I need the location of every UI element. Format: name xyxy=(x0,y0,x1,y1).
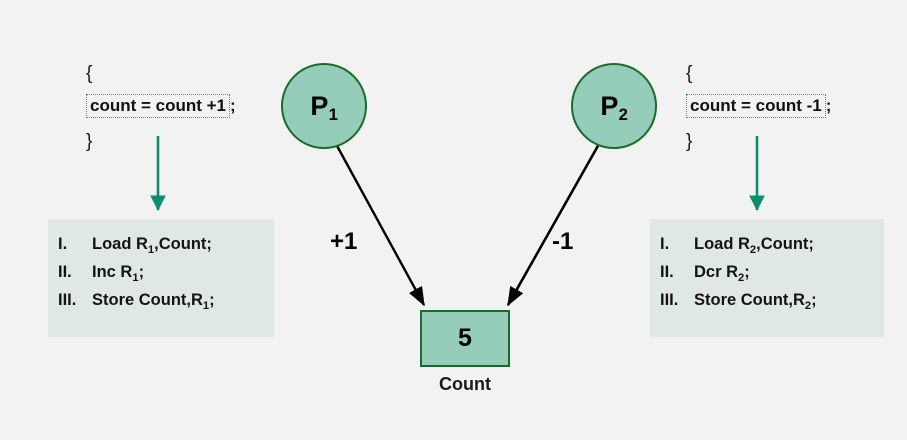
shared-variable-caption: Count xyxy=(439,374,491,394)
code-left-close-brace: } xyxy=(86,131,93,152)
register-subscript: 1 xyxy=(147,243,155,256)
instruction-panel-right: I. Load R2,Count; II. Dcr R2; III. Store… xyxy=(650,219,884,337)
instruction-row: II. Dcr R2; xyxy=(650,263,884,291)
shared-variable-box[interactable]: 5 xyxy=(420,310,510,367)
instruction-text: Store Count,R2; xyxy=(694,291,817,312)
instruction-row: III. Store Count,R1; xyxy=(48,291,274,319)
process-node-p1-subscript: 1 xyxy=(328,104,338,124)
edge-weight-increment: +1 xyxy=(330,228,358,255)
code-right-statement-highlighted[interactable]: count = count -1 xyxy=(686,94,826,118)
instruction-row: III. Store Count,R2; xyxy=(650,291,884,319)
process-node-p1[interactable]: P1 xyxy=(281,63,367,149)
code-right-open-brace: { xyxy=(686,63,693,84)
instruction-number: I. xyxy=(660,235,670,253)
process-node-p2[interactable]: P2 xyxy=(571,63,657,149)
register-subscript: 1 xyxy=(132,271,139,284)
edge-p2-to-count-head xyxy=(506,143,601,307)
instruction-text: Load R2,Count; xyxy=(694,235,814,256)
process-node-p1-label: P1 xyxy=(310,90,338,124)
code-left-statement-row: count = count +1; xyxy=(86,94,236,122)
instruction-text: Inc R1; xyxy=(92,263,145,284)
code-right-statement-semicolon: ; xyxy=(825,96,832,115)
edge-p2-to-count xyxy=(506,143,601,306)
instruction-row: II. Inc R1; xyxy=(48,263,274,291)
instruction-text: Load R1,Count; xyxy=(92,235,212,256)
edge-p1-to-count xyxy=(334,143,426,307)
register-subscript: 2 xyxy=(738,271,745,284)
instruction-number: III. xyxy=(660,291,679,309)
code-right-close-brace: } xyxy=(686,131,693,152)
code-block-left: { count = count +1; } xyxy=(86,64,236,151)
instruction-number: III. xyxy=(58,291,77,309)
edge-weight-decrement: -1 xyxy=(552,228,574,255)
code-block-right: { count = count -1; } xyxy=(686,64,831,151)
instruction-number: II. xyxy=(58,263,72,281)
instruction-row: I. Load R2,Count; xyxy=(650,235,884,263)
code-left-open-brace: { xyxy=(86,63,93,84)
instruction-text: Dcr R2; xyxy=(694,263,750,284)
instruction-text: Store Count,R1; xyxy=(92,291,215,312)
register-subscript: 2 xyxy=(804,299,812,312)
instruction-row: I. Load R1,Count; xyxy=(48,235,274,263)
code-right-statement-row: count = count -1; xyxy=(686,94,831,122)
instruction-number: I. xyxy=(58,235,68,253)
register-subscript: 2 xyxy=(749,243,757,256)
register-subscript: 1 xyxy=(202,299,210,312)
instruction-number: II. xyxy=(660,263,674,281)
code-left-statement-highlighted[interactable]: count = count +1 xyxy=(86,94,231,118)
instruction-panel-left: I. Load R1,Count; II. Inc R1; III. Store… xyxy=(48,219,274,337)
process-node-p2-label: P2 xyxy=(600,90,628,124)
code-left-statement-semicolon: ; xyxy=(230,96,236,115)
process-node-p2-subscript: 2 xyxy=(618,104,628,124)
